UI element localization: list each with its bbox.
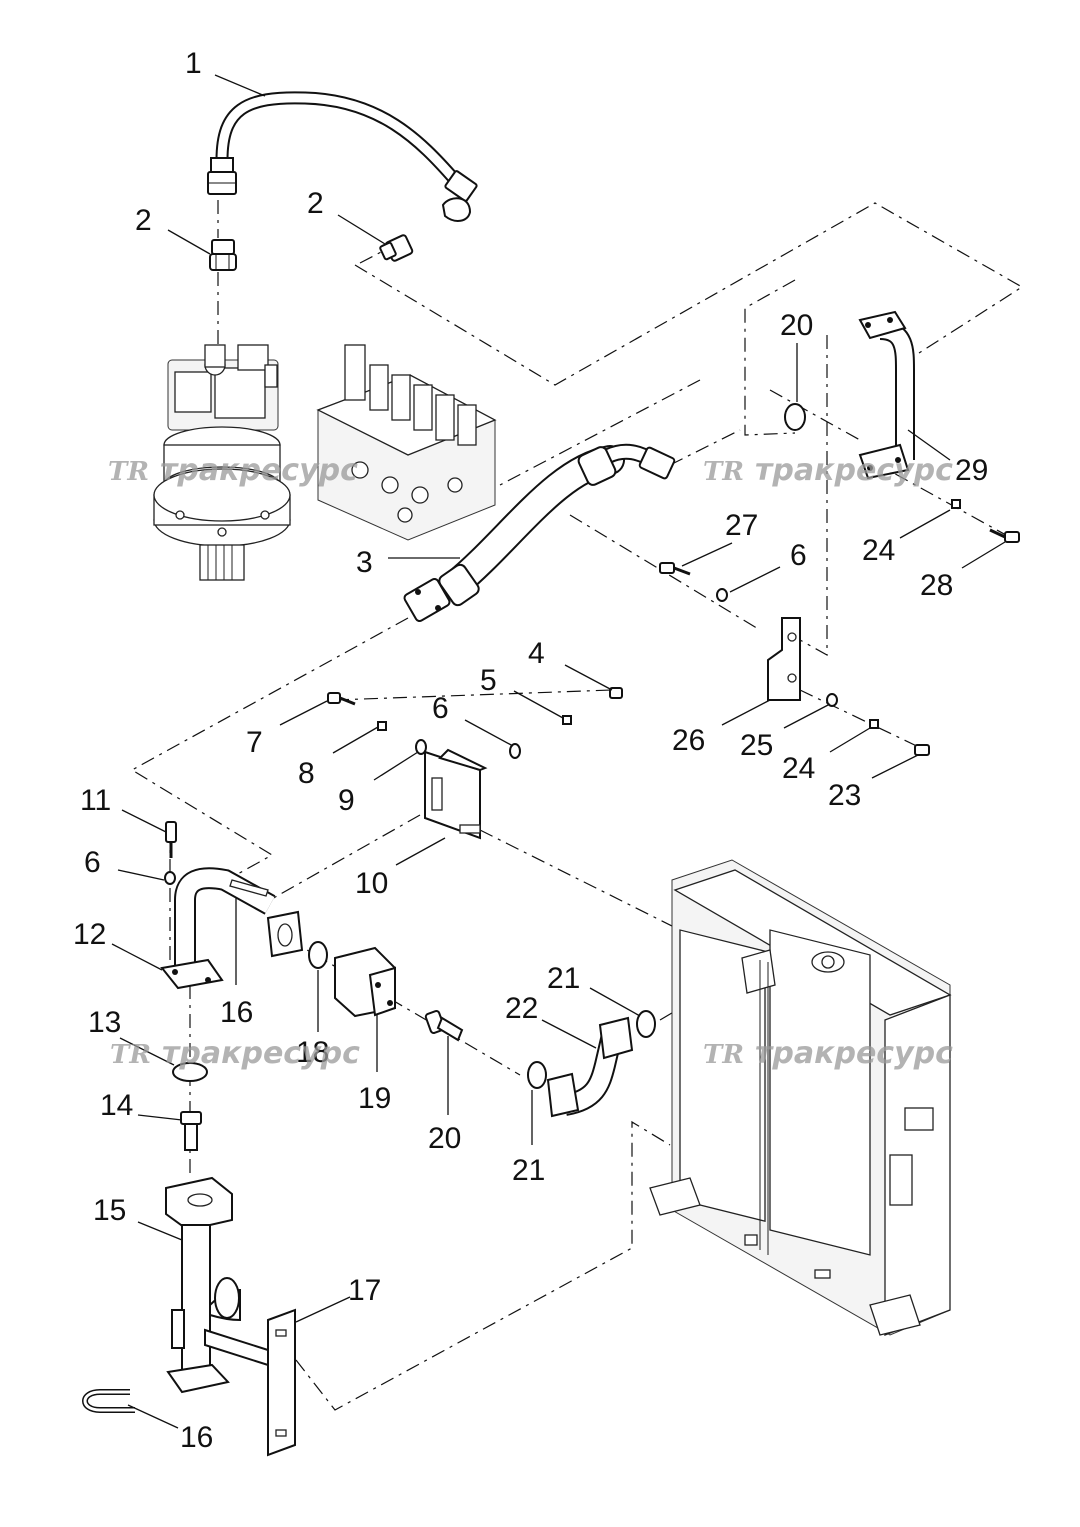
bracket-part-10: [424, 748, 488, 840]
callout-8: 8: [298, 757, 315, 790]
hose-part-1: [207, 91, 478, 222]
callout-25: 25: [740, 729, 773, 762]
fitting-part-2-left: [209, 239, 237, 271]
o-ring-part-21-upper: [636, 1010, 656, 1038]
callout-29: 29: [955, 454, 988, 487]
callout-19: 19: [358, 1082, 391, 1115]
callout-12: 12: [73, 918, 106, 951]
callout-11: 11: [80, 784, 111, 817]
watermark-logo-icon: TR: [110, 1040, 151, 1070]
watermark-text: тракресурс: [755, 1036, 953, 1071]
callout-21-upper: 21: [547, 962, 580, 995]
callout-17: 17: [348, 1274, 381, 1307]
fasteners-upper-right: [659, 499, 1020, 602]
callout-18: 18: [296, 1036, 329, 1069]
swing-motor: [153, 344, 291, 581]
callout-24-top: 24: [862, 534, 895, 567]
callout-22: 22: [505, 992, 538, 1025]
fasteners-lower-right: [826, 693, 930, 756]
watermark-text: тракресурс: [162, 1036, 360, 1071]
fitting-part-14: [180, 1111, 202, 1151]
fitting-part-20: [424, 1010, 464, 1042]
watermark-left-top: TR тракресурс: [108, 453, 358, 488]
callout-9: 9: [338, 784, 355, 817]
watermark-left-bottom: TR тракресурс: [110, 1036, 360, 1071]
callout-6-mid: 6: [432, 692, 449, 725]
watermark-logo-icon: TR: [703, 457, 744, 487]
u-bolt-part-16: [82, 1389, 135, 1413]
bolt-part-27: [659, 562, 675, 574]
callout-20-bottom: 20: [428, 1122, 461, 1155]
callout-2-left: 2: [135, 204, 152, 237]
callout-6-left: 6: [84, 846, 101, 879]
callout-21-lower: 21: [512, 1154, 545, 1187]
callout-14: 14: [100, 1089, 133, 1122]
flange-part-19: [334, 946, 396, 1018]
hose-part-3: [403, 443, 676, 623]
callout-27: 27: [725, 509, 758, 542]
callout-4: 4: [528, 637, 545, 670]
callout-26: 26: [672, 724, 705, 757]
callout-6-top: 6: [790, 539, 807, 572]
pipe-part-15: [165, 1176, 241, 1394]
callout-16-upper: 16: [220, 996, 253, 1029]
callout-16-lower: 16: [180, 1421, 213, 1454]
bolt-part-7: [327, 692, 341, 704]
o-ring-part-20-top: [784, 403, 806, 431]
callout-3: 3: [356, 546, 373, 579]
washer-part-6-mid: [509, 743, 521, 759]
washer-part-6-left: [164, 871, 176, 885]
washer-part-8: [377, 721, 387, 731]
o-ring-part-13: [172, 1062, 208, 1082]
washer-part-9: [415, 739, 427, 755]
callout-5: 5: [480, 664, 497, 697]
watermark-logo-icon: TR: [108, 457, 149, 487]
radiator-assembly: [649, 859, 952, 1336]
pipe-part-22: [546, 1016, 634, 1118]
fitting-part-2-right: [379, 234, 414, 262]
watermark-logo-icon: TR: [703, 1040, 744, 1070]
callout-labels: 1 2 2 20 29 27 6 24 28 3 4 5 6 7 8 9 26 …: [73, 47, 988, 1454]
callout-13: 13: [88, 1006, 121, 1039]
washer-part-5: [562, 715, 572, 725]
o-ring-part-21-lower: [527, 1061, 547, 1089]
washer-part-6-top: [716, 588, 728, 602]
leader-lines: [111, 74, 1006, 1429]
callout-20-top: 20: [780, 309, 813, 342]
callout-23: 23: [828, 779, 861, 812]
callout-2-right: 2: [307, 187, 324, 220]
o-ring-part-18: [308, 941, 328, 969]
bolt-part-11: [164, 821, 177, 885]
callout-15: 15: [93, 1194, 126, 1227]
fasteners-middle: [327, 687, 623, 759]
callout-10: 10: [355, 867, 388, 900]
callout-7: 7: [246, 726, 263, 759]
bolt-part-28: [1004, 531, 1020, 543]
watermark-right-top: TR тракресурс: [703, 453, 953, 488]
pipe-part-12-16: [160, 867, 304, 990]
bolt-part-4: [609, 687, 623, 699]
elbow-pipe-part-29: [858, 310, 915, 480]
watermark-text: тракресурс: [160, 453, 358, 488]
bracket-part-26: [767, 617, 801, 701]
washer-part-24-top: [951, 499, 961, 509]
callout-24-bottom: 24: [782, 752, 815, 785]
bracket-part-17: [204, 1308, 296, 1457]
callout-1: 1: [185, 47, 202, 80]
watermark-text: тракресурс: [755, 453, 953, 488]
callout-28: 28: [920, 569, 953, 602]
control-valve: [316, 344, 497, 541]
watermark-right-bottom: TR тракресурс: [703, 1036, 953, 1071]
